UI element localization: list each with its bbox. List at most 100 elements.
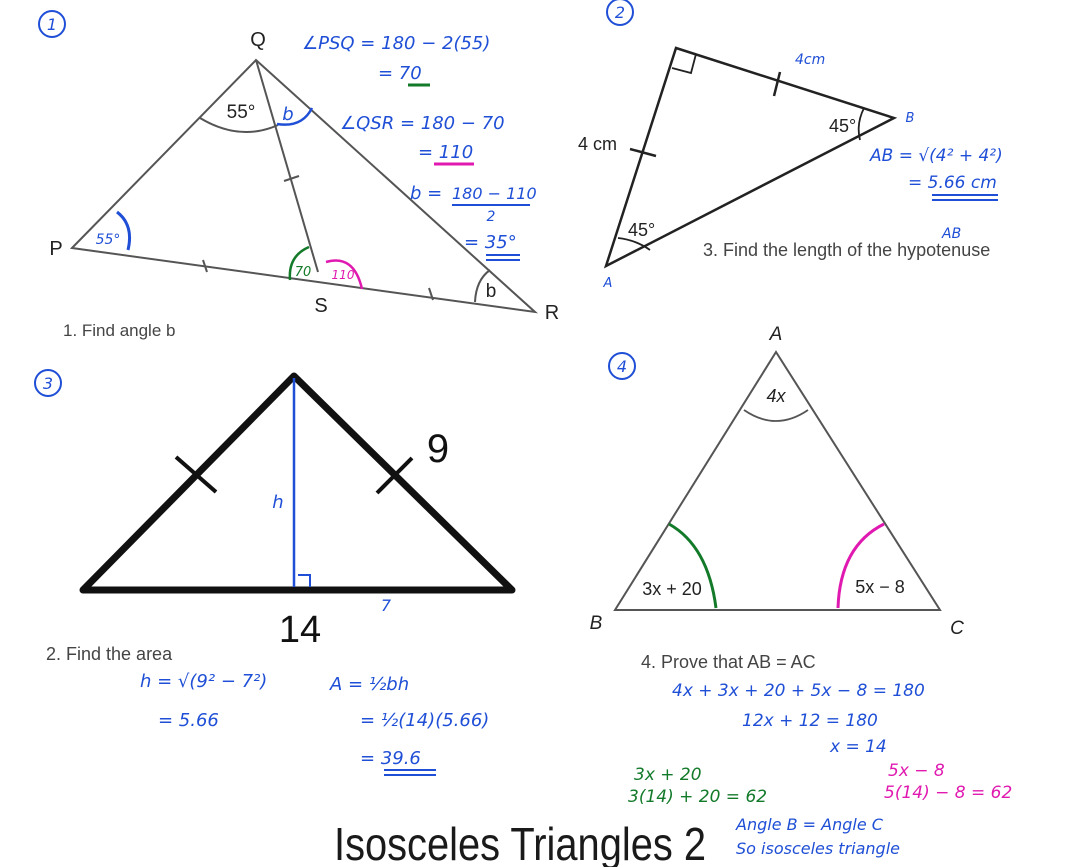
working-line: = 35° (464, 232, 517, 253)
question-1: 1 Q P R S 55° b b 55° 70 110 1. Find ang… (38, 10, 559, 340)
side-label-left: 4 cm (578, 134, 617, 154)
working-line: 180 − 110 (452, 184, 537, 203)
triangle-abc (613, 350, 942, 611)
vertex-label-r: R (545, 302, 559, 324)
angle-label-b: 3x + 20 (642, 579, 702, 599)
triangle-right (603, 46, 898, 269)
arc-angle-b (857, 107, 865, 141)
angle-label-q-right: b (282, 104, 293, 125)
working-line: h = √(9² − 7²) (140, 671, 267, 692)
height-label: h (272, 492, 283, 513)
question-number-circle (608, 352, 636, 380)
arc-angle-b (668, 522, 718, 609)
prompt: 1. Find angle b (63, 321, 175, 340)
vertex-label-s: S (314, 295, 327, 317)
prompt: 2. Find the area (46, 644, 173, 664)
arc-angle-a (743, 409, 809, 422)
working-line: 2 (487, 209, 496, 225)
arc-angle-q-left (199, 117, 279, 134)
tick-top-side (772, 71, 782, 97)
working-line: = 110 (418, 142, 473, 163)
tick-left-side (174, 455, 218, 494)
angle-label-s-right: 110 (332, 268, 355, 282)
question-number-circle (606, 0, 634, 26)
page-title: Isosceles Triangles 2 (334, 818, 706, 867)
question-2: 2 4 cm 4cm 45° 45° A B 3. Find the lengt… (578, 0, 1003, 291)
working-line-magenta: 5x − 8 (888, 761, 945, 781)
prompt: 3. Find the length of the hypotenuse (703, 240, 990, 260)
working-line: = 39.6 (360, 748, 421, 769)
angle-label-q-left: 55° (227, 102, 256, 123)
side-label: 9 (427, 427, 449, 471)
working-line: x = 14 (829, 737, 887, 757)
triangle-outline (613, 350, 942, 611)
question-4: 4 A B C 4x 3x + 20 5x − 8 4. Prove that … (590, 324, 1013, 858)
question-number-circle (38, 10, 66, 38)
arc-angle-p (116, 210, 132, 251)
working-line: = ½(14)(5.66) (360, 710, 489, 731)
working-line: AB (941, 226, 961, 242)
question-number: 2 (615, 3, 625, 22)
tick-ps (202, 259, 208, 273)
base-label: 14 (279, 609, 321, 651)
conclusion-line: Angle B = Angle C (735, 815, 884, 834)
vertex-label-a: A (603, 276, 613, 291)
working-line-green: 3(14) + 20 = 62 (628, 787, 767, 807)
angle-label-s-left: 70 (295, 265, 312, 280)
prompt: 4. Prove that AB = AC (641, 652, 816, 672)
question-number-circle (34, 369, 62, 397)
working-line-magenta: 5(14) − 8 = 62 (884, 783, 1012, 803)
triangle-pqr (69, 58, 539, 314)
working-line: 12x + 12 = 180 (742, 711, 878, 731)
working-line: b = (410, 183, 442, 204)
segment-qs (255, 59, 319, 273)
working-line-green: 3x + 20 (634, 765, 702, 785)
vertex-label-q: Q (250, 29, 266, 51)
working: h = √(9² − 7²) = 5.66 A = ½bh = ½(14)(5.… (140, 671, 489, 776)
tick-right-side (375, 456, 414, 495)
tick-sr (428, 287, 434, 301)
right-angle-marker (671, 53, 697, 75)
tick-qs (283, 175, 300, 182)
arc-angle-a (617, 237, 651, 251)
working-line: 4x + 3x + 20 + 5x − 8 = 180 (672, 681, 925, 701)
working-line: AB = √(4² + 4²) (869, 146, 1003, 166)
angle-label-r: b (486, 281, 497, 302)
arc-angle-q-right (276, 107, 314, 126)
triangle-area (79, 372, 516, 594)
triangle-outline (79, 372, 516, 594)
working-line: ∠QSR = 180 − 70 (340, 113, 505, 134)
working-line: ∠PSQ = 180 − 2(55) (302, 33, 490, 54)
angle-label-b: 45° (829, 116, 856, 136)
angle-label-a: 4x (766, 386, 786, 406)
question-3: 3 9 14 h 7 2. Find the area h = √(9² − 7… (34, 369, 516, 776)
arc-angle-c (836, 522, 885, 609)
arc-angle-s-left (288, 245, 310, 281)
vertex-label-b: B (906, 111, 915, 126)
working: 4x + 3x + 20 + 5x − 8 = 180 12x + 12 = 1… (628, 681, 1012, 858)
triangle-outline (69, 58, 539, 314)
question-number: 4 (617, 357, 627, 376)
vertex-label-c: C (950, 618, 964, 639)
half-base-label: 7 (381, 596, 392, 615)
arc-angle-r (474, 269, 491, 303)
question-number: 1 (47, 15, 57, 34)
arc-angle-s-right (325, 259, 364, 290)
side-label-top: 4cm (795, 52, 825, 68)
working-line: = 5.66 cm (908, 173, 997, 193)
vertex-label-a: A (769, 324, 783, 345)
working-line: = 70 (378, 63, 422, 84)
vertex-label-p: P (49, 238, 62, 260)
angle-label-a: 45° (628, 220, 655, 240)
working-line: A = ½bh (329, 674, 409, 695)
working: ∠PSQ = 180 − 2(55) = 70 ∠QSR = 180 − 70 … (302, 33, 537, 261)
working-line: = 5.66 (158, 710, 219, 731)
working: AB = √(4² + 4²) = 5.66 cm AB (869, 146, 1003, 242)
conclusion-line: So isosceles triangle (736, 839, 900, 858)
question-number: 3 (43, 374, 53, 393)
angle-label-p: 55° (96, 232, 121, 248)
vertex-label-b: B (590, 613, 603, 634)
triangle-outline (603, 46, 898, 269)
tick-left-side (629, 147, 657, 158)
